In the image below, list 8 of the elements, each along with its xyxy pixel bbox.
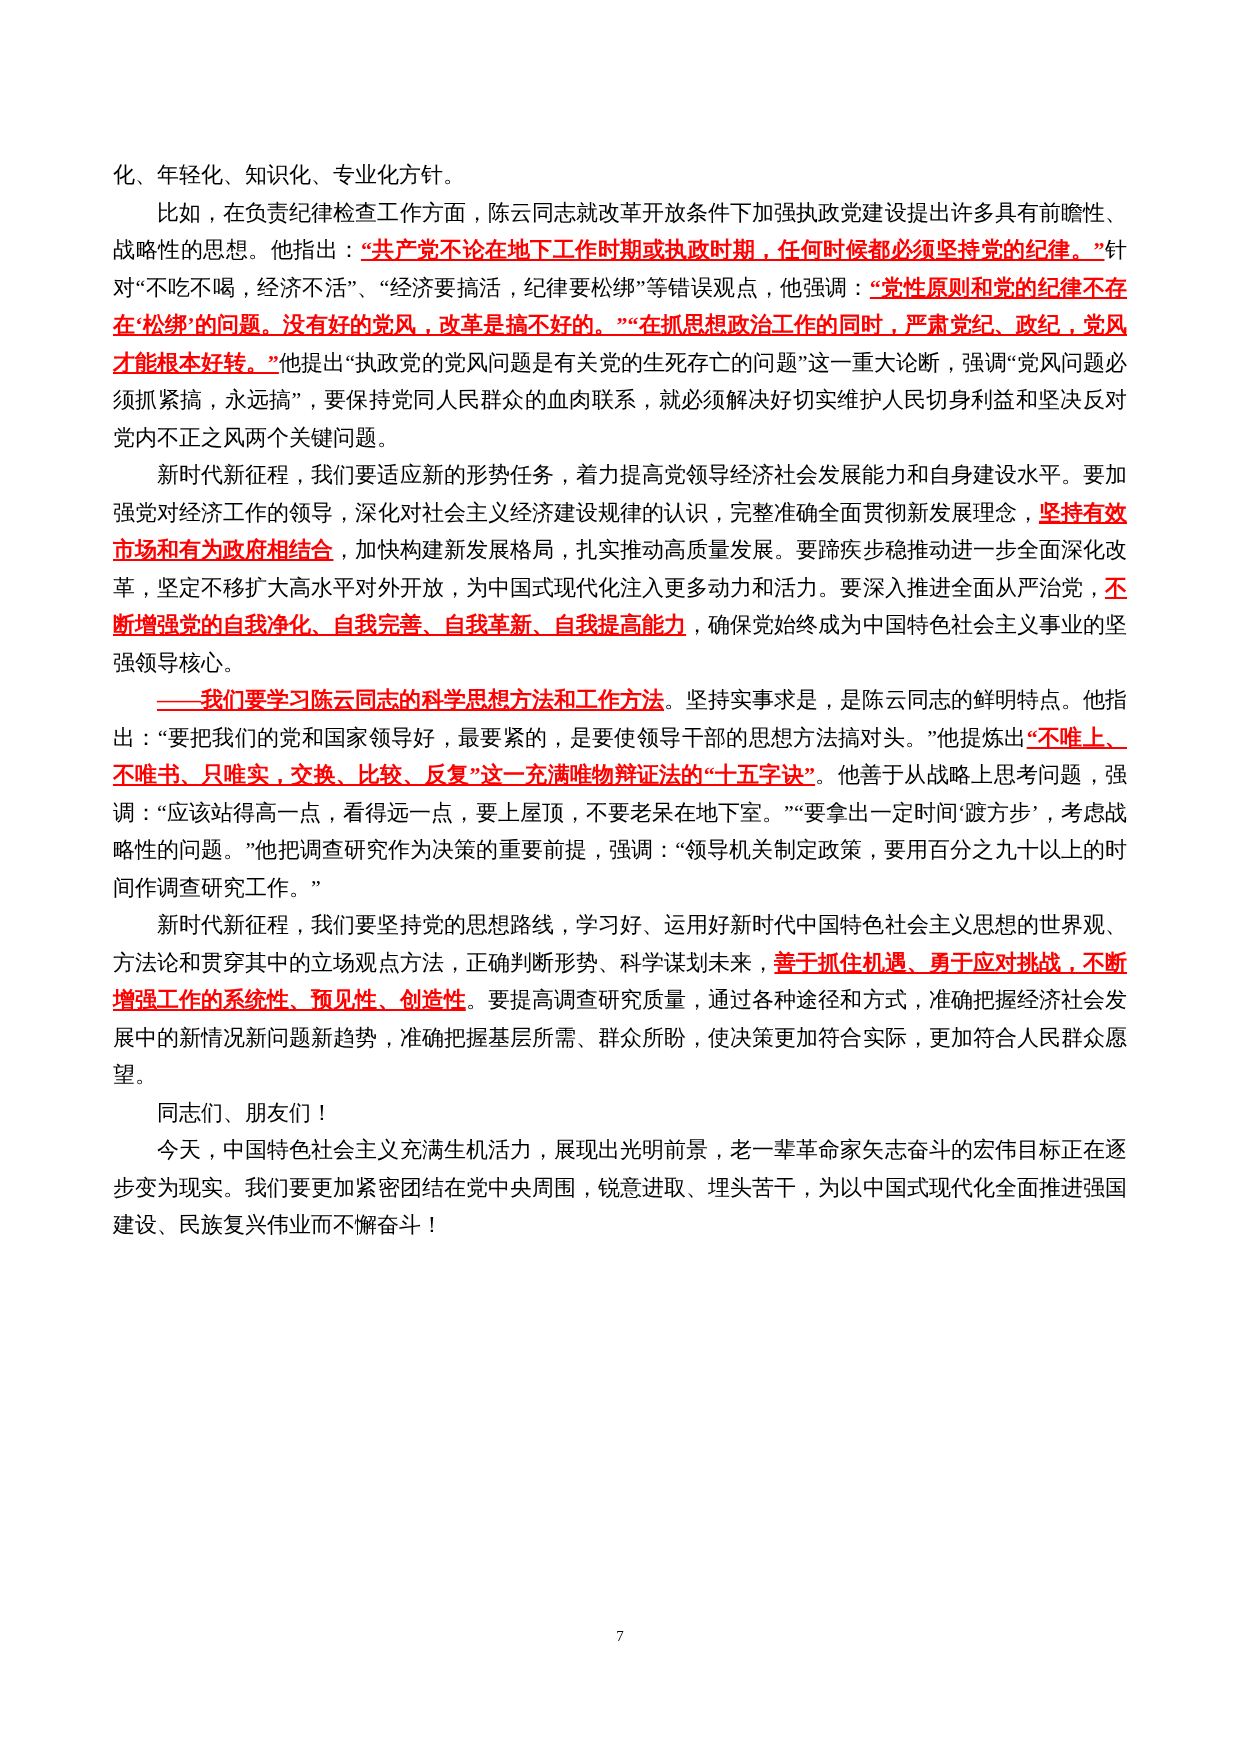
body-paragraph: 化、年轻化、知识化、专业化方针。	[113, 161, 466, 189]
body-paragraph: 今天，中国特色社会主义充满生机活力，展现出光明前景，老一辈革命家矢志奋斗的宏伟目标正在逐步变为现实。我们要更加紧密团结在党中央周围，锐意进取、埋头苦干，为以中国式现代化全面推进强国建设、民族复兴伟业而不懈奋斗！	[113, 1136, 1127, 1239]
body-paragraph: 新时代新征程，我们要适应新的形势任务，着力提高党领导经济社会发展能力和自身建设水平。要加强党对经济工作的领导，深化对社会主义经济建设规律的认识，完整准确全面贯彻新发展理念，坚持有效市场和有为政府相结合，加快构建新发展格局，扎实推动高质量发展。要蹄疾步稳推动进一步全面深化改革，坚定不移扩大高水平对外开放，为中国式现代化注入更多动力和活力。要深入推进全面从严治党，不断增强党的自我净化、自我完善、自我革新、自我提高能力，确保党始终成为中国特色社会主义事业的坚强领导核心。	[113, 461, 1127, 677]
body-paragraph: 新时代新征程，我们要坚持党的思想路线，学习好、运用好新时代中国特色社会主义思想的世界观、方法论和贯穿其中的立场观点方法，正确判断形势、科学谋划未来，善于抓住机遇、勇于应对挑战，不断增强工作的系统性、预见性、创造性。要提高调查研究质量，通过各种途径和方式，准确把握经济社会发展中的新情况新问题新趋势，准确把握基层所需、群众所盼，使决策更加符合实际，更加符合人民群众愿望。	[113, 911, 1127, 1089]
body-paragraph: 同志们、朋友们！	[156, 1098, 334, 1127]
body-paragraph: 比如，在负责纪律检查工作方面，陈云同志就改革开放条件下加强执政党建设提出许多具有前瞻性、战略性的思想。他指出：“共产党不论在地下工作时期或执政时期，任何时候都必须坚持党的纪律。”针对“不吃不喝，经济不活”、“经济要搞活，纪律要松绑”等错误观点，他强调：“党性原则和党的纪律不存在‘松绑’的问题。没有好的党风，改革是搞不好的。”“在抓思想政治工作的同时，严肃党纪、政纪，党风才能根本好转。”他提出“执政党的党风问题是有关党的生死存亡的问题”这一重大论断，强调“党风问题必须抓紧搞，永远搞”，要保持党同人民群众的血肉联系，就必须解决好切实维护人民切身利益和坚决反对党内不正之风两个关键问题。	[113, 198, 1127, 452]
body-paragraph: ——我们要学习陈云同志的科学思想方法和工作方法。坚持实事求是，是陈云同志的鲜明特点。他指出：“要把我们的党和国家领导好，最要紧的，是要使领导干部的思想方法搞对头。”他提炼出“不唯上、不唯书、只唯实，交换、比较、反复”这一充满唯物辩证法的“十五字诀”。他善于从战略上思考问题，强调：“应该站得高一点，看得远一点，要上屋顶，不要老呆在地下室。”“要拿出一定时间‘踱方步’，考虑战略性的问题。”他把调查研究作为决策的重要前提，强调：“领导机关制定政策，要用百分之九十以上的时间作调查研究工作。”	[113, 686, 1127, 902]
page-number: 7	[616, 1628, 624, 1645]
